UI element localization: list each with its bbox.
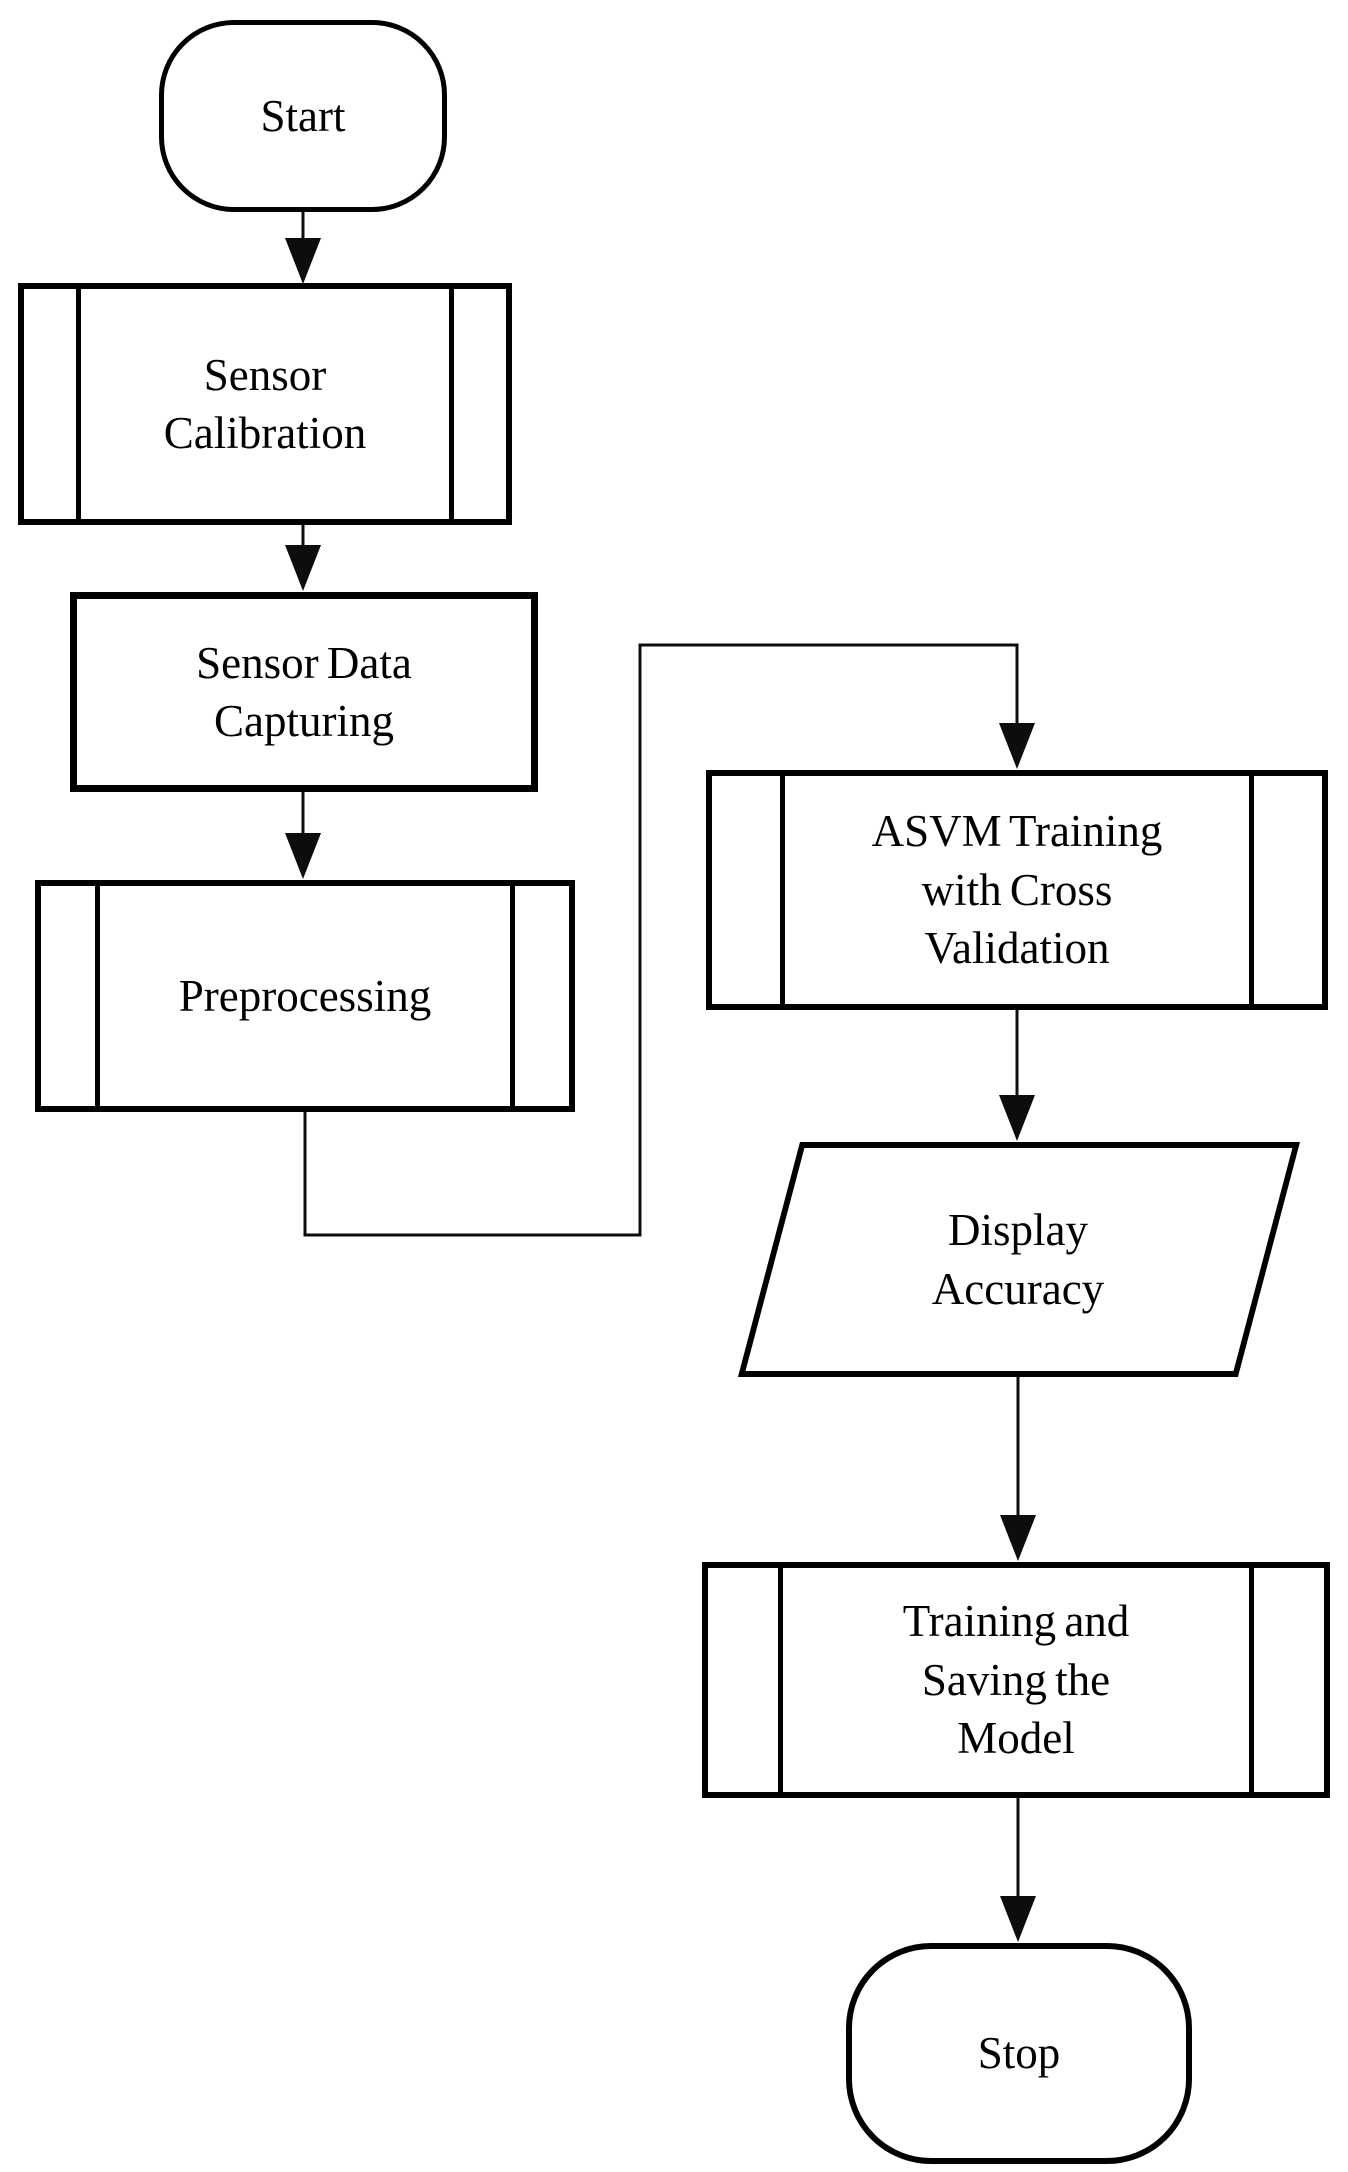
stop-label: Stop <box>977 2028 1061 2079</box>
training-saving-label: Training and Saving the Model <box>902 1596 1130 1764</box>
arrowhead-preprocessing <box>285 833 321 879</box>
node-preprocessing: Preprocessing <box>35 880 575 1112</box>
preprocessing-label: Preprocessing <box>178 970 432 1021</box>
node-sensor-calibration: Sensor Calibration <box>18 283 512 525</box>
node-start: Start <box>159 20 447 212</box>
predefined-bar-left <box>780 776 785 1004</box>
arrowhead-asvm-training <box>999 723 1035 769</box>
node-stop: Stop <box>846 1943 1192 2164</box>
sensor-calibration-label: Sensor Calibration <box>163 349 367 459</box>
predefined-bar-left <box>778 1568 783 1792</box>
node-training-saving: Training and Saving the Model <box>702 1562 1330 1798</box>
predefined-bar-left <box>95 886 100 1106</box>
arrowhead-sensor-data-capturing <box>285 545 321 591</box>
node-sensor-data-capturing: Sensor Data Capturing <box>70 592 538 792</box>
sensor-data-capturing-label: Sensor Data Capturing <box>196 637 412 747</box>
predefined-bar-right <box>1249 776 1254 1004</box>
arrowhead-stop <box>1000 1896 1036 1942</box>
arrowhead-training-saving <box>1000 1515 1036 1561</box>
display-accuracy-label: Display Accuracy <box>931 1205 1105 1314</box>
arrowhead-sensor-calibration <box>285 238 321 284</box>
predefined-bar-right <box>1249 1568 1254 1792</box>
predefined-bar-right <box>510 886 515 1106</box>
predefined-bar-right <box>449 289 454 519</box>
predefined-bar-left <box>76 289 81 519</box>
asvm-training-label: ASVM Training with Cross Validation <box>871 806 1163 974</box>
display-accuracy-label-box: Display Accuracy <box>768 1142 1268 1377</box>
arrowhead-display-accuracy <box>999 1095 1035 1141</box>
start-label: Start <box>260 90 346 141</box>
node-asvm-training: ASVM Training with Cross Validation <box>706 770 1328 1010</box>
